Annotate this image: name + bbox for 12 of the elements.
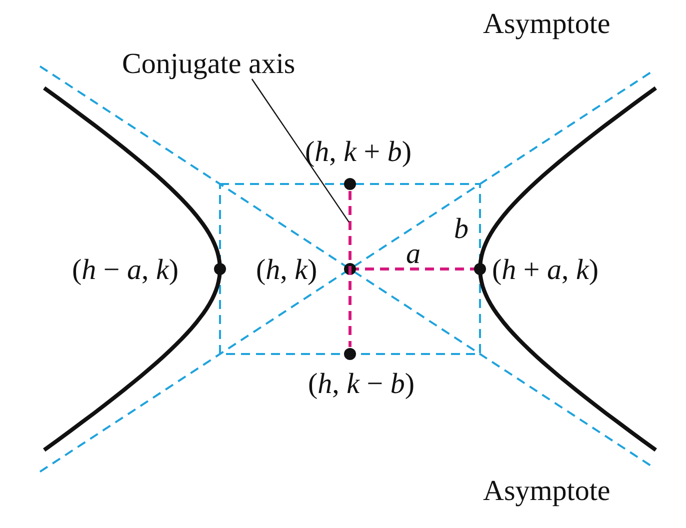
leader-line	[251, 78, 350, 223]
point-label: (h − a, k)	[72, 256, 179, 285]
point-label: (h, k + b)	[305, 138, 412, 167]
axis-label: Conjugate axis	[122, 50, 296, 79]
asymptote-label: Asymptote	[483, 477, 610, 506]
length-label: b	[454, 215, 468, 244]
point-label: (h, k − b)	[308, 370, 415, 399]
asymptote-label: Asymptote	[483, 10, 610, 39]
point-label: (h + a, k)	[492, 256, 599, 285]
length-label: a	[406, 240, 420, 269]
conjugate-axis-segment	[348, 191, 352, 347]
point-label: (h, k)	[256, 256, 318, 285]
